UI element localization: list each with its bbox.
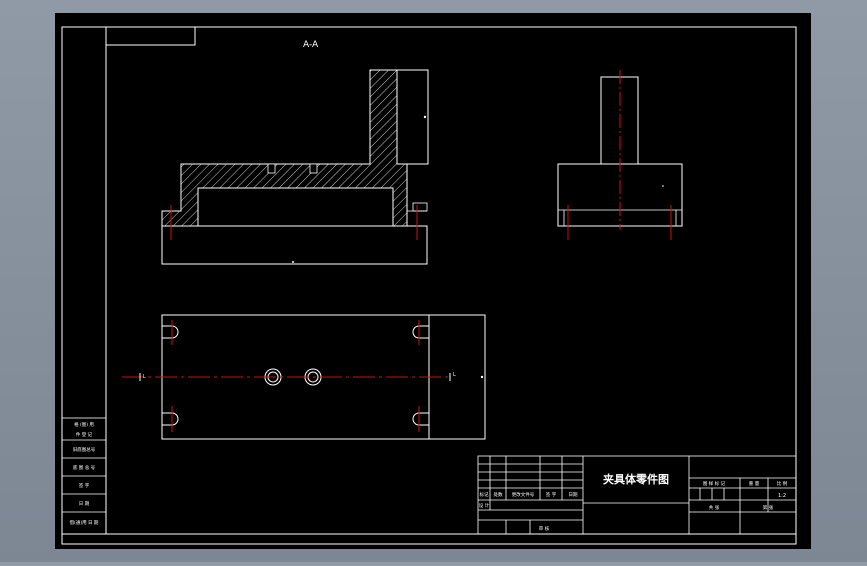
drawing-sheet bbox=[55, 13, 811, 549]
rev-col-mark: 标记 bbox=[480, 491, 489, 498]
section-label: A-A bbox=[303, 40, 319, 50]
rev-col-docno: 更改文件号 bbox=[512, 491, 535, 498]
left-row-2: 件 登 记 bbox=[76, 431, 93, 438]
rev-col-count: 处数 bbox=[494, 491, 503, 498]
weight-label: 重 量 bbox=[749, 480, 760, 487]
front-section-view bbox=[161, 69, 429, 265]
scale-label: 比 例 bbox=[777, 480, 788, 487]
drawing-frame bbox=[61, 26, 797, 545]
left-row-6: 日 期 bbox=[79, 501, 90, 507]
sheet-count-label: 共 张 bbox=[709, 504, 720, 511]
rev-col-date: 日期 bbox=[569, 492, 578, 498]
left-record-table bbox=[61, 417, 107, 535]
left-row-3: 旧底图总号 bbox=[73, 446, 96, 453]
title-block bbox=[477, 455, 797, 535]
review-label: 审 核 bbox=[539, 525, 550, 532]
side-view bbox=[557, 70, 683, 240]
page-number-label: 第 张 bbox=[763, 504, 774, 511]
section-marker-right: L bbox=[453, 372, 456, 378]
rev-col-sign: 签 字 bbox=[546, 491, 557, 498]
corner-box bbox=[105, 26, 196, 46]
left-row-5: 签 字 bbox=[79, 482, 90, 489]
section-marker-left: L bbox=[143, 374, 146, 380]
stage-mark-label: 图 样 标 记 bbox=[703, 480, 726, 487]
design-label: 设 计 bbox=[479, 502, 490, 509]
drawing-title: 夹具体零件图 bbox=[603, 472, 669, 486]
top-view bbox=[122, 314, 486, 440]
left-row-4: 底 图 总 号 bbox=[73, 464, 96, 471]
left-row-1: 格 (图) 用 bbox=[74, 421, 94, 428]
scale-value: 1:2 bbox=[778, 493, 786, 499]
left-row-7: 借(通)用 日 期 bbox=[70, 519, 99, 526]
